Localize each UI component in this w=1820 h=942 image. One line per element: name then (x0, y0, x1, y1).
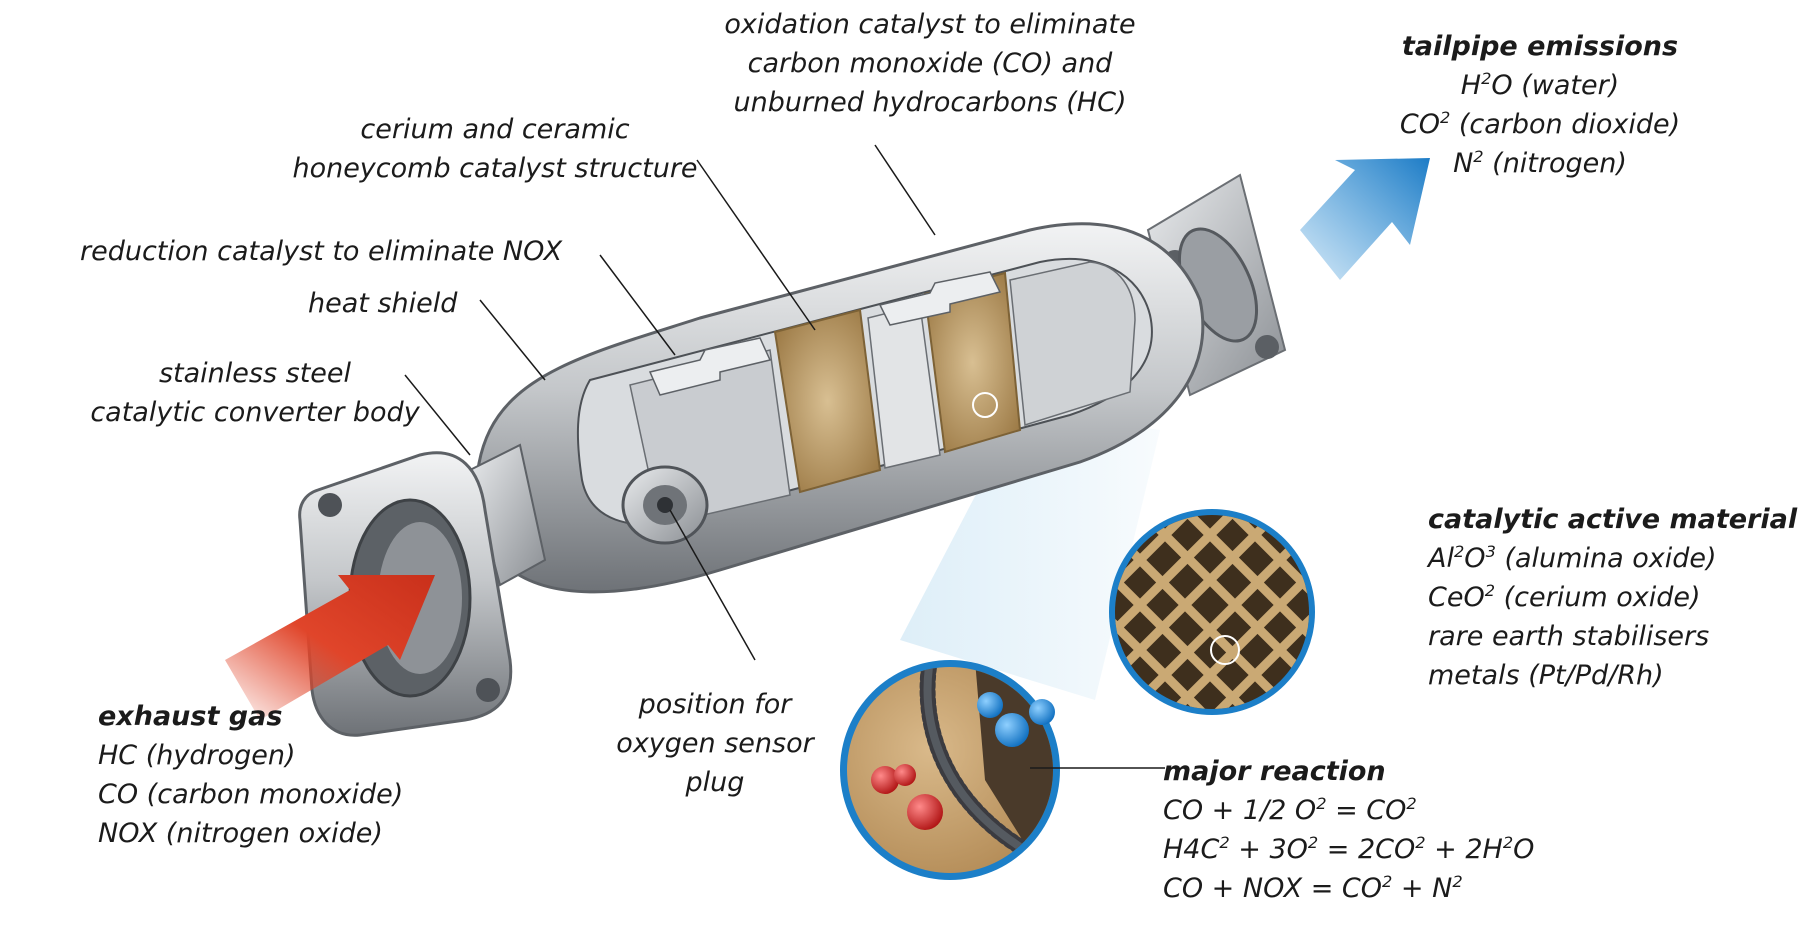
exhaust-item: CO (carbon monoxide) (98, 779, 404, 810)
tailpipe-emissions-block: tailpipe emissions H2O (water) CO2 (carb… (1390, 27, 1690, 183)
exhaust-item: NOX (nitrogen oxide) (98, 818, 383, 849)
molecule-red (907, 794, 943, 830)
leader-heat-shield (479, 299, 546, 381)
oxygen-sensor-plug (621, 465, 709, 545)
oxygen-sensor-label: position for oxygen sensor plug (616, 689, 814, 798)
exhaust-title: exhaust gas (98, 701, 283, 732)
reduction-catalyst-label: reduction catalyst to eliminate NOX (80, 236, 563, 267)
exhaust-item: HC (hydrogen) (98, 740, 296, 771)
molecule-red (894, 764, 916, 786)
tailpipe-item: CO2 (carbon dioxide) (1399, 108, 1681, 140)
reaction-title: major reaction (1163, 756, 1386, 787)
leader-cerium (696, 159, 816, 331)
major-reaction-block: major reaction CO + 1/2 O2 = CO2 H4C2 + … (1163, 756, 1535, 904)
leader-body (404, 374, 471, 456)
tailpipe-emissions-arrow (1300, 158, 1430, 280)
catalytic-active-material-block: catalytic active material Al2O3 (alumina… (1428, 504, 1798, 691)
reduction-catalyst-band (773, 308, 882, 494)
zoom-projection-cone (900, 410, 1160, 700)
tailpipe-title: tailpipe emissions (1401, 31, 1679, 62)
tailpipe-item: N2 (nitrogen) (1453, 147, 1627, 179)
converter-body-label: stainless steel catalytic converter body (90, 358, 420, 428)
leader-oxidation (874, 144, 936, 236)
oxidation-catalyst-label: oxidation catalyst to eliminate carbon m… (724, 9, 1136, 118)
molecule-blue (977, 692, 1003, 718)
reaction-magnifier (840, 660, 1060, 880)
active-title: catalytic active material (1428, 504, 1798, 535)
tailpipe-item: H2O (water) (1460, 69, 1620, 101)
cerium-honeycomb-label: cerium and ceramic honeycomb catalyst st… (292, 114, 698, 184)
leader-lines (404, 144, 1165, 769)
molecule-red (871, 766, 899, 794)
molecule-blue (1029, 699, 1055, 725)
exhaust-gas-arrow (225, 575, 435, 720)
leader-reduction (599, 254, 676, 356)
heat-shield-label: heat shield (308, 288, 458, 319)
exhaust-gas-block: exhaust gas HC (hydrogen) CO (carbon mon… (98, 697, 403, 853)
molecule-blue (995, 713, 1029, 747)
leader-sensor (669, 509, 756, 661)
